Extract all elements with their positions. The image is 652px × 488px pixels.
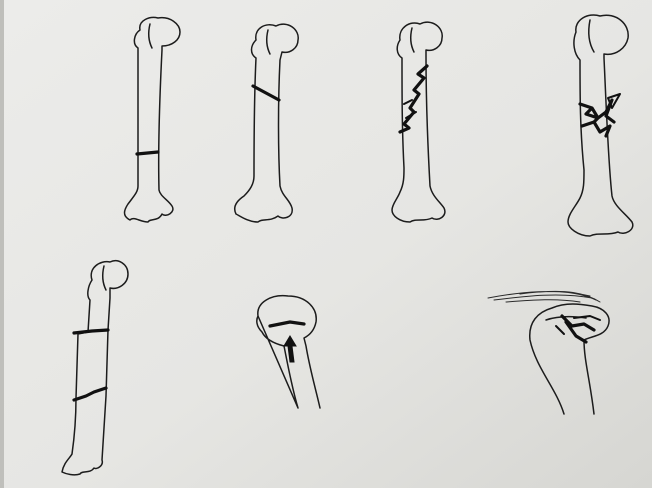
fracture-line xyxy=(137,152,158,154)
left-edge-shadow xyxy=(0,0,4,488)
